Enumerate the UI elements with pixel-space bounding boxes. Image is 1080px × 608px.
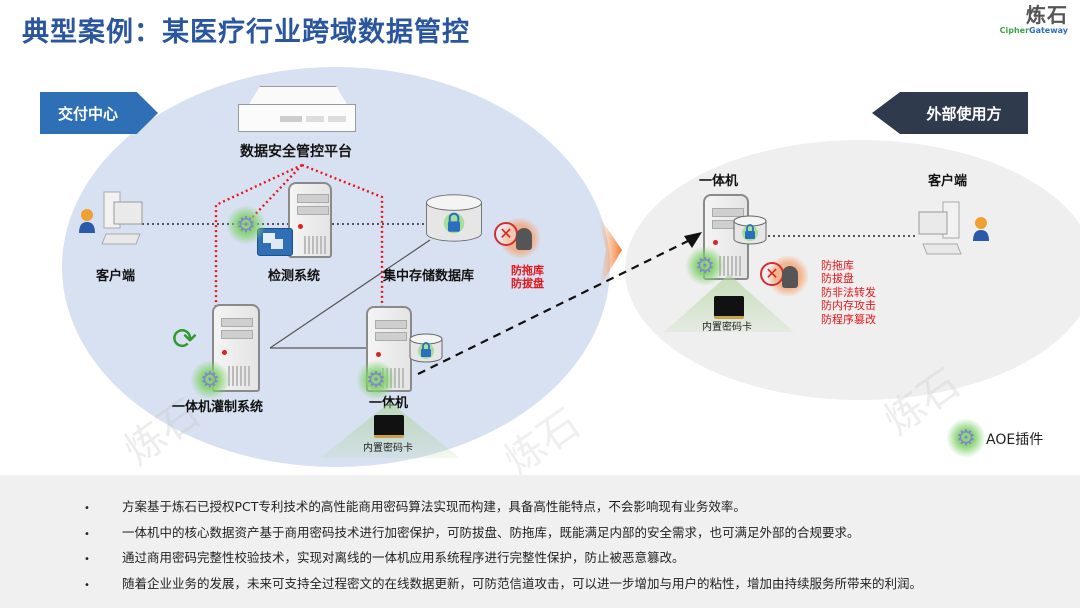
crypto-card-icon: [374, 415, 404, 438]
external-client-computer-icon: [918, 201, 962, 255]
bullet-text: 通过商用密码完整性校验技术，实现对离线的一体机应用系统程序进行完整性保护，防止被…: [122, 550, 685, 565]
legend-aoe-label: AOE插件: [986, 432, 1044, 448]
flow-arrow: [598, 215, 622, 290]
delivery-center-zone: [62, 67, 610, 467]
aoe-plugin-gear-icon: ⚙: [190, 360, 230, 400]
bullet-item: • 随着企业业务的发展，未来可支持全过程密文的在线数据更新，可防范信道攻击，可以进…: [84, 573, 922, 592]
storage-threat-2: 防拔盘: [511, 277, 544, 290]
transfer-arrowhead: [684, 232, 702, 248]
client-label: 客户端: [96, 269, 136, 284]
banner-delivery-center: 交付中心: [40, 92, 158, 134]
window-app-icon: [257, 228, 293, 256]
client-computer-icon: [101, 191, 143, 245]
aoe-plugin-gear-icon: ⚙: [685, 246, 725, 286]
bullet-dot: •: [84, 554, 90, 565]
external-card-label: 内置密码卡: [702, 322, 752, 333]
platform-appliance-icon: [238, 86, 356, 132]
bullet-text: 方案基于炼石已授权PCT专利技术的高性能商用密码算法实现而构建，具备高性能特点，…: [122, 499, 746, 514]
aoe-plugin-gear-icon: ⚙: [356, 360, 396, 400]
external-threat-2: 防拔盘: [821, 272, 854, 285]
external-threat-5: 防程序篡改: [821, 313, 876, 326]
external-client-label: 客户端: [928, 174, 968, 189]
bullet-item: • 方案基于炼石已授权PCT专利技术的高性能商用密码算法实现而构建，具备高性能特点…: [84, 496, 746, 515]
detection-system-label: 检测系统: [268, 269, 321, 284]
attacker-blocked-icon: ✕: [494, 218, 540, 258]
bullet-text: 随着企业业务的发展，未来可支持全过程密文的在线数据更新，可防范信道攻击，可以进一…: [122, 576, 923, 591]
logo-en-part2: Gateway: [1029, 26, 1068, 35]
storage-label: 集中存储数据库: [383, 269, 475, 284]
external-appliance-label: 一体机: [699, 174, 739, 189]
user-icon: [79, 209, 95, 233]
transfer-line: [417, 239, 691, 375]
connection-lines: [142, 163, 915, 375]
bullet-text: 一体机中的核心数据资产基于商用密码技术进行加密保护，可防拔盘、防拖库，既能满足内…: [122, 525, 860, 540]
external-threat-4: 防内存攻击: [821, 299, 876, 312]
aoe-plugin-gear-icon: ⚙: [226, 205, 266, 245]
card-label: 内置密码卡: [363, 443, 413, 454]
control-system-label: 一体机灌制系统: [172, 400, 264, 415]
external-encrypted-db-icon: [733, 215, 767, 245]
external-crypto-card-icon: [714, 296, 744, 319]
external-threat-3: 防非法转发: [821, 286, 876, 299]
bullet-panel: [0, 475, 1080, 608]
bullet-dot: •: [84, 529, 90, 540]
logo-en-text: CipherGateway: [988, 26, 1068, 36]
bullet-dot: •: [84, 503, 90, 514]
page-title: 典型案例：某医疗行业跨域数据管控: [22, 17, 470, 48]
encrypted-db-icon: [409, 333, 443, 363]
sync-arrow-icon: ⟳: [172, 322, 198, 357]
banner-external-user: 外部使用方: [872, 92, 1028, 134]
storage-threat-1: 防拖库: [511, 264, 544, 277]
company-logo: 炼石 CipherGateway: [988, 4, 1068, 36]
bullet-dot: •: [84, 580, 90, 591]
platform-control-link: [214, 163, 303, 316]
legend-gear-icon: ⚙: [946, 418, 986, 458]
external-user-icon: [973, 217, 989, 241]
storage-database-icon: [426, 194, 482, 242]
logo-cn-text: 炼石: [1026, 3, 1068, 27]
logo-en-part1: Cipher: [999, 26, 1030, 35]
external-attacker-blocked-icon: ✕: [760, 256, 808, 296]
external-threat-1: 防拖库: [821, 259, 854, 272]
detection-server-icon: [288, 182, 332, 258]
bullet-item: • 通过商用密码完整性校验技术，实现对离线的一体机应用系统程序进行完整性保护，防止…: [84, 547, 685, 566]
platform-label: 数据安全管控平台: [240, 144, 352, 160]
storage-control-line: [269, 239, 431, 349]
bullet-item: • 一体机中的核心数据资产基于商用密码技术进行加密保护，可防拔盘、防拖库，既能满足…: [84, 522, 860, 541]
